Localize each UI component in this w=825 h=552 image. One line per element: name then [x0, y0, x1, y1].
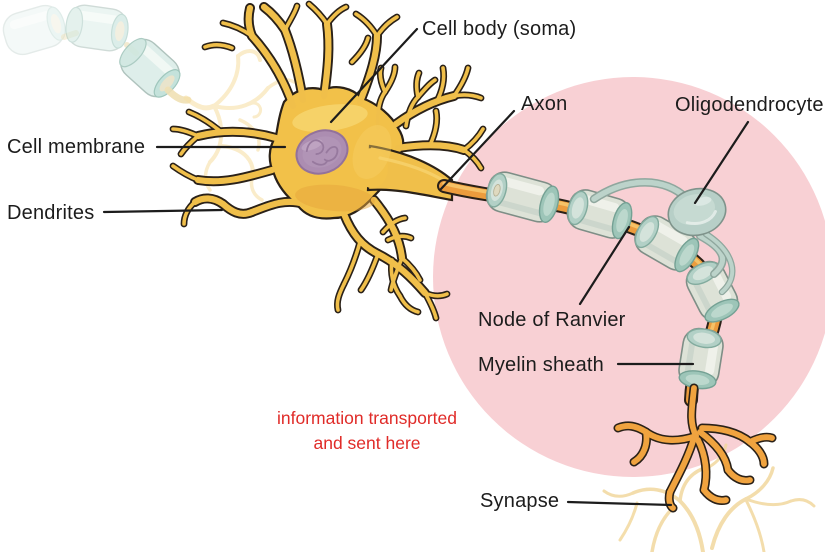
label-axon: Axon	[521, 93, 568, 115]
myelin-segment-5	[678, 327, 724, 390]
myelin-segment-1	[485, 171, 560, 223]
leader-lines	[102, 27, 750, 507]
cell-body-leader-line	[329, 27, 419, 124]
node-of-ranvier-leader-line	[578, 225, 631, 306]
annotation-note: information transported and sent here	[246, 406, 488, 456]
label-node-of-ranvier: Node of Ranvier	[478, 309, 626, 331]
label-dendrites: Dendrites	[7, 202, 95, 224]
label-oligodendrocyte: Oligodendrocyte	[675, 94, 824, 116]
annotation-line-1: information transported	[277, 408, 457, 428]
label-myelin-sheath: Myelin sheath	[478, 354, 604, 376]
dendrites-leader-line	[102, 208, 224, 214]
oligodendrocyte-leader-line	[693, 120, 750, 205]
synapse-leader-line	[566, 500, 673, 507]
label-cell-membrane: Cell membrane	[7, 136, 146, 158]
label-synapse: Synapse	[480, 490, 560, 512]
axon-leader-line	[439, 109, 516, 191]
myelin-segment-4	[685, 260, 740, 323]
label-cell-body: Cell body (soma)	[422, 18, 577, 40]
presynaptic-axon	[2, 4, 192, 104]
nucleus	[295, 129, 349, 175]
myelin-sheath-segments	[485, 171, 740, 390]
soma-shading	[292, 104, 448, 212]
annotation-line-2: and sent here	[313, 433, 421, 453]
oligodendrocyte-cell	[589, 178, 736, 296]
oligodendrocyte-body	[667, 187, 727, 237]
highlight-circle	[433, 77, 825, 477]
